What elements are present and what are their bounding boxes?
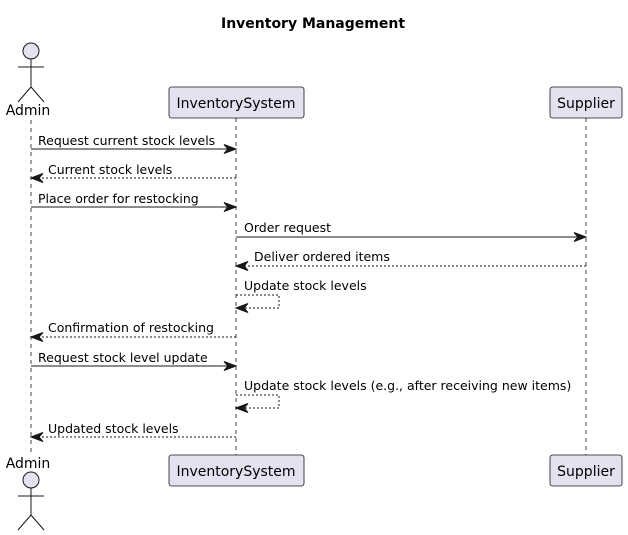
actor-figure-icon — [17, 471, 45, 531]
message-label: Update stock levels (e.g., after receivi… — [244, 378, 571, 393]
participant-label: Supplier — [557, 464, 615, 480]
message-3: Place order for restocking — [31, 191, 238, 212]
actor-admin-top: Admin — [6, 42, 51, 119]
message-9: Update stock levels (e.g., after receivi… — [234, 378, 571, 413]
participant-label: InventorySystem — [176, 96, 295, 112]
message-label: Request current stock levels — [38, 133, 215, 148]
message-4: Order request — [236, 220, 588, 242]
message-label: Updated stock levels — [48, 421, 179, 436]
arrowhead — [234, 261, 249, 271]
message-2: Current stock levels — [29, 162, 236, 183]
message-8: Request stock level update — [31, 350, 238, 371]
message-label: Request stock level update — [38, 350, 208, 365]
message-label: Update stock levels — [244, 278, 367, 293]
message-line — [236, 394, 280, 409]
message-5: Deliver ordered items — [234, 249, 586, 271]
actor-figure-icon — [17, 42, 45, 103]
message-label: Order request — [244, 220, 331, 235]
participant-inventorysystem-bottom: InventorySystem — [168, 454, 305, 487]
actor-admin-bottom: Admin — [6, 456, 51, 531]
arrowhead — [223, 361, 238, 371]
message-6: Update stock levels — [234, 278, 367, 313]
message-10: Updated stock levels — [29, 421, 236, 442]
arrowhead — [234, 303, 249, 313]
message-label: Place order for restocking — [38, 191, 199, 206]
diagram-title: Inventory Management — [221, 16, 405, 32]
actor-label: Admin — [6, 103, 51, 119]
message-label: Current stock levels — [48, 162, 172, 177]
participant-label: InventorySystem — [176, 464, 295, 480]
message-line — [236, 294, 280, 309]
participant-label: Supplier — [557, 96, 615, 112]
actor-label: Admin — [6, 456, 51, 472]
arrowhead — [29, 332, 44, 342]
message-label: Deliver ordered items — [254, 249, 390, 264]
message-7: Confirmation of restocking — [29, 320, 236, 342]
arrowhead — [223, 144, 238, 154]
participant-supplier-bottom: Supplier — [549, 454, 623, 487]
participant-supplier-top: Supplier — [549, 86, 623, 119]
message-label: Confirmation of restocking — [48, 320, 214, 335]
message-1: Request current stock levels — [31, 133, 238, 154]
arrowhead — [29, 432, 44, 442]
arrowhead — [573, 232, 588, 242]
arrowhead — [29, 173, 44, 183]
participant-inventorysystem-top: InventorySystem — [168, 86, 305, 119]
arrowhead — [223, 202, 238, 212]
arrowhead — [234, 403, 249, 413]
